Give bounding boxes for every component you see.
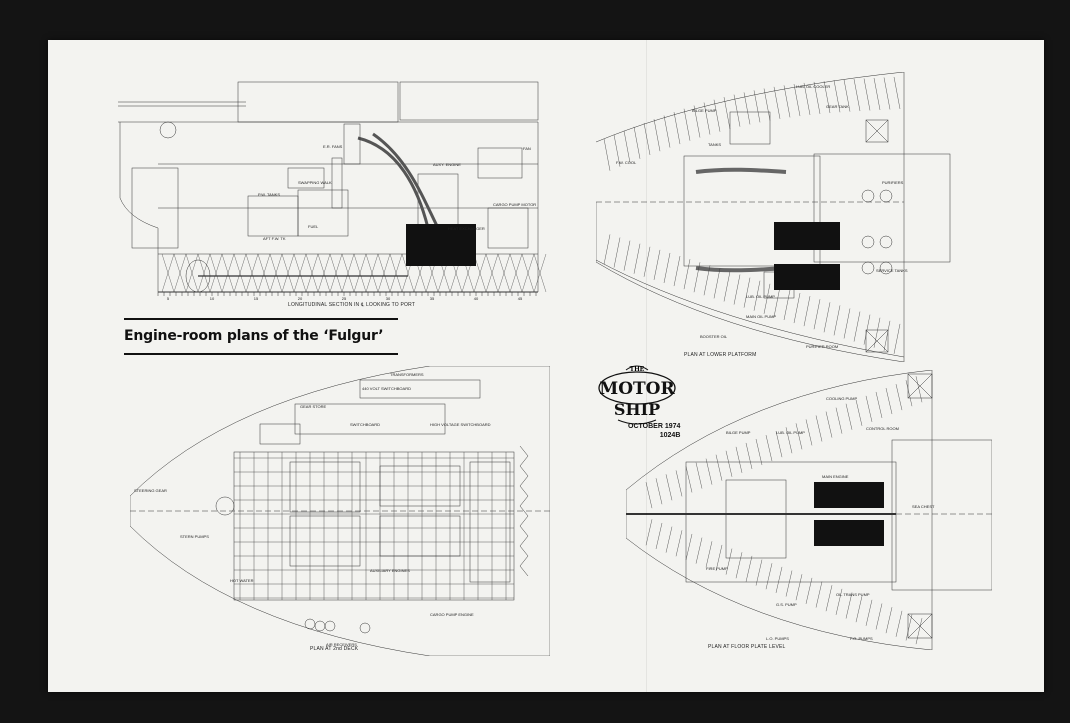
lower-platform-label: MAIN OIL PUMP xyxy=(746,314,776,319)
frame-number: 45 xyxy=(518,296,523,300)
section-label: SWAPPING WALK xyxy=(298,180,332,185)
floor-plate-label: LUB. OIL PUMP xyxy=(776,430,805,435)
title-block: Engine-room plans of the ‘Fulgur’ xyxy=(124,318,398,355)
lower-platform-label: BOOSTER OIL xyxy=(700,334,728,339)
floor-plate-label: COOLING PUMP xyxy=(826,396,857,401)
floor-plate-plan: BILGE PUMP LUB. OIL PUMP COOLING PUMP MAIN … xyxy=(626,370,992,650)
issue-ref: 1024B xyxy=(659,432,681,439)
frame-number: 10 xyxy=(210,296,215,300)
title-rule-top xyxy=(124,318,398,320)
floor-plate-label: G.S. PUMP xyxy=(776,602,797,607)
logo-top-word: THE xyxy=(630,365,645,373)
lower-platform-label: PURIFIER ROOM xyxy=(806,344,838,349)
issue-date: OCTOBER 1974 xyxy=(628,423,681,430)
page-title: Engine-room plans of the ‘Fulgur’ xyxy=(124,328,384,344)
lower-platform-label: F.W. COOL xyxy=(616,160,637,165)
lower-platform-plan: GEAR TANK F.W. COOL BILGE PUMP LUB. OIL COO… xyxy=(596,72,952,362)
title-rule-bottom xyxy=(124,353,398,355)
frame-number: 15 xyxy=(254,296,259,300)
floor-plate-label: FIRE PUMP xyxy=(706,566,728,571)
frame-number: 25 xyxy=(342,296,347,300)
issue-reference: OCTOBER 1974 1024B xyxy=(628,422,680,440)
deck-label: STEERING GEAR xyxy=(134,488,167,493)
lower-platform-label: LUB. OIL COOLER xyxy=(796,84,830,89)
section-label: E.R. FANS xyxy=(323,144,343,149)
section-label: AUXY. ENGINE xyxy=(433,162,461,167)
frame-number: 35 xyxy=(430,296,435,300)
deck-label: STERN PUMPS xyxy=(180,534,209,539)
deck-label: AIR RECEIVERS xyxy=(326,642,357,647)
frame-number: 5 xyxy=(167,296,170,300)
lower-platform-label: TANKS xyxy=(708,142,721,147)
logo-middle-word: MOTOR xyxy=(599,379,675,399)
section-label: HEAT EXCHANGER xyxy=(448,226,485,231)
section-caption: LONGITUDINAL SECTION IN ℄ LOOKING TO POR… xyxy=(288,302,416,308)
section-label: P.W. TANKS xyxy=(258,192,280,197)
floor-plate-label: SEA CHEST xyxy=(912,504,935,509)
deck-label: AUXILIARY ENGINES xyxy=(370,568,410,573)
deck-label: GEAR STORE xyxy=(300,404,326,409)
logo-bottom-word: SHIP xyxy=(614,400,660,419)
motor-ship-logo: THE MOTOR SHIP xyxy=(596,358,678,438)
floor-plate-label: CONTROL ROOM xyxy=(866,426,899,431)
lower-platform-label: LUB. OIL PUMP xyxy=(746,294,775,299)
frame-number: 30 xyxy=(386,296,391,300)
longitudinal-section-drawing: 5 10 15 20 25 30 35 40 45 P.W. TANKS SWAPPING WAL… xyxy=(118,78,548,300)
deck-label: TRANSFORMERS xyxy=(390,372,424,377)
lower-platform-label: SERVICE TANKS xyxy=(876,268,908,273)
second-deck-plan: GEAR STORE TRANSFORMERS 440 VOLT SWITCHBOA… xyxy=(130,366,550,656)
lower-platform-label: PURIFIERS xyxy=(882,180,904,185)
deck-label: CARGO PUMP ENGINE xyxy=(430,612,474,617)
section-label: CARGO PUMP MOTOR xyxy=(493,202,536,207)
lower-platform-label: GEAR TANK xyxy=(826,104,849,109)
deck-label: HIGH VOLTAGE SWITCHBOARD xyxy=(430,422,491,427)
lower-platform-caption: PLAN AT LOWER PLATFORM xyxy=(684,352,757,358)
floor-plate-label: L.O. PUMPS xyxy=(766,636,789,641)
frame-number: 40 xyxy=(474,296,479,300)
deck-label: HOT WATER xyxy=(230,578,254,583)
frame-number: 20 xyxy=(298,296,303,300)
deck-label: 440 VOLT SWITCHBOARD xyxy=(362,386,411,391)
floor-plate-label: MAIN ENGINE xyxy=(822,474,849,479)
section-label: FUEL xyxy=(308,224,319,229)
document-sheet: 5 10 15 20 25 30 35 40 45 P.W. TANKS SWAPPING WAL… xyxy=(48,40,1044,692)
floor-plate-label: BILGE PUMP xyxy=(726,430,751,435)
section-label: AFT F.W. TK xyxy=(263,236,286,241)
deck-label: SWITCHBOARD xyxy=(350,422,380,427)
lower-platform-label: BILGE PUMP xyxy=(692,108,717,113)
deck-caption: PLAN AT 2nd DECK xyxy=(310,646,359,652)
floor-plate-label: F.O. PUMPS xyxy=(850,636,873,641)
section-label: FAN xyxy=(523,146,531,151)
floor-plate-label: OIL TRANS PUMP xyxy=(836,592,870,597)
floor-plate-caption: PLAN AT FLOOR PLATE LEVEL xyxy=(708,644,786,650)
